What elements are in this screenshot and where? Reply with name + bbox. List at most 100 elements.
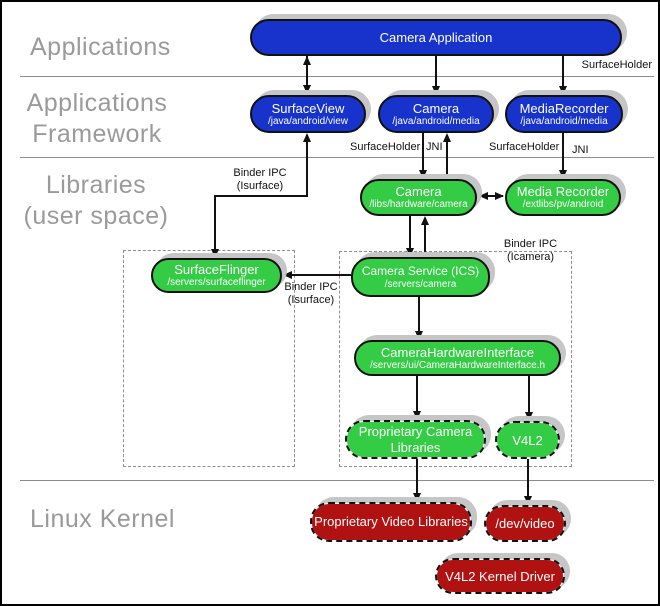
edge-label-surfaceholder-mediarecorder: SurfaceHolder bbox=[489, 141, 559, 154]
layer-divider bbox=[20, 480, 654, 481]
mediarecorder-box: MediaRecorder /java/android/media bbox=[505, 95, 623, 133]
edge-label-text: SurfaceHolder bbox=[581, 59, 652, 71]
box-title: Proprietary Video Libraries bbox=[314, 514, 468, 529]
arrowhead bbox=[303, 85, 311, 94]
layer-label-applications: Applications bbox=[30, 32, 171, 63]
edge-label-text: JNI bbox=[572, 144, 589, 156]
edge-label-text: SurfaceHolder bbox=[489, 141, 560, 153]
arrowhead bbox=[211, 249, 219, 258]
arrowhead bbox=[303, 133, 311, 142]
edge-label-text: Binder IPC bbox=[233, 167, 287, 179]
arrowhead bbox=[421, 216, 429, 225]
layer-label-framework: Applications Framework bbox=[24, 88, 170, 150]
box-title: V4L2 bbox=[512, 432, 543, 448]
edge-label-binder-ipc-isurface-mid: Binder IPC (Isurface) bbox=[272, 281, 350, 307]
camera-service-box: Camera Service (ICS) /servers/camera bbox=[351, 257, 490, 297]
surfaceflinger-box: SurfaceFlinger /servers/surfaceflinger bbox=[151, 258, 282, 293]
connector-line bbox=[527, 459, 529, 498]
edge-label-binder-ipc-isurface-top: Binder IPC (Isurface) bbox=[218, 167, 302, 193]
arrowhead bbox=[413, 493, 421, 502]
layer-label-text: Libraries bbox=[45, 171, 147, 199]
camera-service-process-boundary bbox=[339, 251, 572, 467]
edge-label-text: (Isurface) bbox=[236, 180, 284, 192]
connector-line bbox=[562, 56, 564, 88]
box-title: V4L2 Kernel Driver bbox=[445, 568, 555, 584]
connector-line bbox=[418, 297, 420, 333]
arrowhead bbox=[415, 331, 423, 340]
arrowhead bbox=[419, 170, 427, 179]
camera-native-box: Camera /libs/hardware/camera bbox=[360, 179, 477, 216]
box-path: /java/android/media bbox=[392, 115, 480, 127]
proprietary-camera-libraries-box: Proprietary Camera Libraries bbox=[345, 420, 486, 459]
arrowhead bbox=[443, 133, 451, 142]
v4l2-kernel-driver-box: V4L2 Kernel Driver bbox=[435, 558, 565, 594]
box-title: Camera bbox=[395, 184, 442, 199]
arrowhead bbox=[406, 248, 414, 257]
media-recorder-native-box: Media Recorder /extlibs/pv/android bbox=[505, 179, 621, 216]
connector-line bbox=[214, 195, 216, 251]
box-title: MediaRecorder bbox=[519, 100, 609, 116]
proprietary-video-libraries-box: Proprietary Video Libraries bbox=[310, 502, 472, 542]
layer-divider bbox=[20, 157, 654, 158]
arrowhead bbox=[413, 411, 421, 420]
connector-line bbox=[416, 459, 418, 495]
edge-label-text: JNI bbox=[426, 141, 443, 153]
box-title: /dev/video bbox=[495, 516, 555, 531]
layer-label-text: Applications bbox=[26, 89, 168, 117]
connector-line bbox=[422, 133, 424, 172]
arrowhead bbox=[479, 192, 488, 200]
edge-label-text: (Isurface) bbox=[287, 294, 335, 306]
box-path: /java/android/media bbox=[520, 115, 608, 127]
connector-line bbox=[435, 56, 437, 88]
box-path: /java/android/view bbox=[267, 115, 349, 127]
arrowhead bbox=[559, 170, 567, 179]
box-title: Camera bbox=[412, 100, 460, 116]
connector-line bbox=[528, 376, 530, 414]
surfaceflinger-process-boundary bbox=[123, 250, 295, 467]
edge-label-surfaceholder: SurfaceHolder bbox=[568, 59, 652, 72]
layer-label-kernel: Linux Kernel bbox=[30, 504, 175, 535]
edge-label-text: (Icamera) bbox=[506, 251, 555, 263]
camera-java-box: Camera /java/android/media bbox=[378, 95, 494, 133]
box-path: /extlibs/pv/android bbox=[522, 199, 604, 210]
arrowhead bbox=[303, 56, 311, 65]
box-title: Camera Service (ICS) bbox=[361, 263, 480, 278]
edge-label-text: SurfaceHolder bbox=[350, 141, 421, 153]
edge-label-jni-camera: JNI bbox=[426, 141, 443, 154]
connector-line bbox=[446, 135, 448, 179]
edge-label-binder-ipc-icamera: Binder IPC (Icamera) bbox=[488, 238, 573, 264]
connector-line bbox=[214, 195, 308, 197]
box-title: CameraHardwareInterface bbox=[380, 344, 535, 360]
box-path: /servers/surfaceflinger bbox=[167, 277, 266, 288]
connector-line bbox=[306, 135, 308, 197]
box-title: SurfaceView bbox=[271, 100, 345, 116]
arrowhead bbox=[432, 86, 440, 95]
layer-label-libraries: Libraries (user space) bbox=[20, 170, 172, 232]
edge-label-text: Binder IPC bbox=[284, 281, 338, 293]
connector-line bbox=[424, 218, 426, 257]
dev-video-box: /dev/video bbox=[484, 505, 566, 542]
edge-label-jni-mediarecorder: JNI bbox=[572, 144, 589, 157]
layer-label-text: Framework bbox=[32, 120, 162, 148]
layer-label-text: (user space) bbox=[23, 202, 169, 230]
arrowhead bbox=[283, 271, 292, 279]
connector-line bbox=[481, 195, 503, 197]
connector-line bbox=[409, 216, 411, 250]
camera-application-box: Camera Application bbox=[250, 19, 622, 56]
surfaceview-box: SurfaceView /java/android/view bbox=[250, 95, 366, 133]
camera-hardware-interface-box: CameraHardwareInterface /servers/ui/Came… bbox=[354, 340, 561, 376]
arrowhead bbox=[495, 192, 504, 200]
box-path: /libs/hardware/camera bbox=[369, 199, 468, 210]
connector-line bbox=[290, 274, 351, 276]
box-path: /servers/ui/CameraHardwareInterface.h bbox=[369, 359, 546, 371]
arrowhead bbox=[524, 496, 532, 505]
arrowhead bbox=[559, 86, 567, 95]
box-title: Media Recorder bbox=[516, 184, 610, 199]
box-title: Proprietary Camera Libraries bbox=[358, 423, 473, 455]
connector-line bbox=[306, 56, 308, 94]
connector-line bbox=[416, 376, 418, 413]
connector-line bbox=[562, 133, 564, 172]
v4l2-box: V4L2 bbox=[495, 421, 560, 459]
box-path: /servers/camera bbox=[384, 278, 457, 290]
